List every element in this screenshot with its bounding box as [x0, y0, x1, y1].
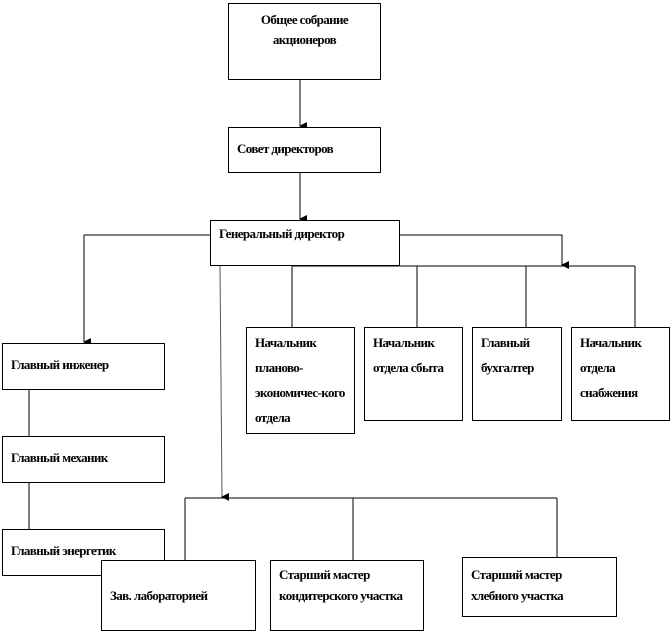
node-ceo: Генеральный директор: [210, 220, 400, 266]
node-confectionery-master: Старший мастер кондитерского участка: [270, 560, 424, 631]
node-shareholders: Общее собрание акционеров: [228, 3, 381, 80]
node-sales-head: Начальник отдела сбыта: [364, 327, 463, 421]
node-label: Начальник отдела снабжения: [580, 335, 642, 400]
node-label: Общее собрание акционеров: [260, 12, 349, 47]
node-bakery-master: Старший мастер хлебного участка: [462, 557, 617, 617]
node-label: Начальник планово-экономичес-кого отдела: [255, 335, 345, 425]
node-planning-head: Начальник планово-экономичес-кого отдела: [246, 327, 355, 434]
node-label: Главный механик: [11, 450, 108, 465]
node-supply-head: Начальник отдела снабжения: [571, 327, 670, 421]
node-chief-mechanic: Главный механик: [2, 436, 165, 483]
node-label: Главный инженер: [11, 357, 109, 372]
node-chief-engineer: Главный инженер: [2, 343, 165, 390]
node-lab-head: Зав. лабораторией: [101, 560, 256, 631]
node-chief-accountant: Главный бухгалтер: [472, 327, 562, 421]
node-label: Старший мастер хлебного участка: [471, 567, 564, 603]
node-board: Совет директоров: [228, 127, 381, 173]
node-label: Генеральный директор: [219, 226, 345, 241]
node-label: Зав. лабораторией: [110, 588, 208, 603]
node-label: Главный бухгалтер: [481, 335, 534, 375]
node-label: Старший мастер кондитерского участка: [279, 567, 403, 603]
node-label: Совет директоров: [237, 141, 334, 156]
node-label: Главный энергетик: [11, 543, 116, 558]
node-label: Начальник отдела сбыта: [373, 335, 444, 375]
